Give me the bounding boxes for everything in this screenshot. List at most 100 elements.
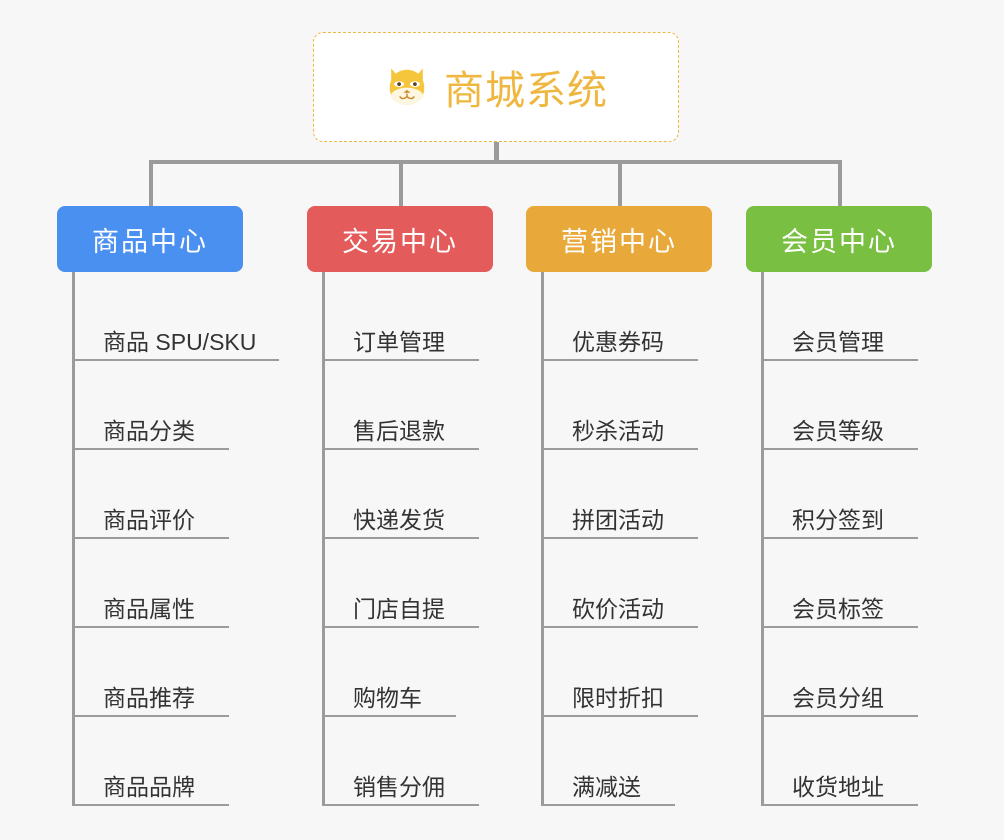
branch-column-marketing: 营销中心 优惠券码 秒杀活动 拼团活动 砍价活动 限时折扣 [526, 206, 712, 806]
list-item-label: 商品属性 [103, 595, 195, 622]
list-item-label: 商品推荐 [103, 684, 195, 711]
list-item-label: 收货地址 [792, 773, 884, 800]
list-item-rule [761, 537, 918, 539]
list-item[interactable]: 砍价活动 [541, 539, 712, 628]
branch-column-product: 商品中心 商品 SPU/SKU 商品分类 商品评价 商品属性 商品推荐 [57, 206, 279, 806]
branch-spine [761, 272, 764, 806]
list-item[interactable]: 积分签到 [761, 450, 932, 539]
connector-drop-3 [618, 160, 622, 206]
list-item-label: 拼团活动 [572, 506, 664, 533]
connector-drop-2 [399, 160, 403, 206]
branch-item-list-trade: 订单管理 售后退款 快递发货 门店自提 购物车 销售分佣 [322, 272, 493, 806]
list-item-rule [72, 359, 279, 361]
list-item[interactable]: 优惠券码 [541, 272, 712, 361]
list-item-rule [322, 626, 479, 628]
list-item[interactable]: 会员分组 [761, 628, 932, 717]
connector-drop-4 [838, 160, 842, 206]
list-item-label: 销售分佣 [353, 773, 445, 800]
list-item[interactable]: 满减送 [541, 717, 712, 806]
list-item[interactable]: 秒杀活动 [541, 361, 712, 450]
list-item[interactable]: 商品品牌 [72, 717, 243, 806]
list-item[interactable]: 购物车 [322, 628, 493, 717]
list-item-rule [541, 448, 698, 450]
list-item-rule [72, 804, 229, 806]
branch-spine [322, 272, 325, 806]
list-item-label: 满减送 [572, 773, 641, 800]
list-item-label: 商品评价 [103, 506, 195, 533]
list-item-rule [322, 359, 479, 361]
list-item-label: 积分签到 [792, 506, 884, 533]
list-item-rule [761, 448, 918, 450]
list-item-label: 秒杀活动 [572, 417, 664, 444]
root-node[interactable]: 商城系统 [313, 32, 679, 142]
list-item-label: 会员标签 [792, 595, 884, 622]
list-item-label: 砍价活动 [572, 595, 664, 622]
list-item-rule [541, 626, 698, 628]
root-title: 商城系统 [444, 69, 608, 113]
branch-column-member: 会员中心 会员管理 会员等级 积分签到 会员标签 会员分组 [746, 206, 932, 806]
connector-root-stem [494, 142, 499, 164]
list-item[interactable]: 限时折扣 [541, 628, 712, 717]
list-item[interactable]: 商品推荐 [72, 628, 243, 717]
list-item[interactable]: 订单管理 [322, 272, 493, 361]
list-item-label: 购物车 [353, 684, 422, 711]
list-item[interactable]: 拼团活动 [541, 450, 712, 539]
branch-header-label: 交易中心 [342, 226, 458, 257]
branch-header-label: 商品中心 [92, 226, 208, 257]
list-item[interactable]: 商品属性 [72, 539, 243, 628]
list-item-rule [541, 359, 698, 361]
list-item-label: 订单管理 [353, 328, 445, 355]
list-item-rule [72, 537, 229, 539]
list-item[interactable]: 会员等级 [761, 361, 932, 450]
list-item-rule [541, 537, 698, 539]
branch-header-marketing[interactable]: 营销中心 [526, 206, 712, 272]
connector-horizontal-bus [149, 160, 842, 164]
branch-header-member[interactable]: 会员中心 [746, 206, 932, 272]
branch-spine [72, 272, 75, 806]
list-item[interactable]: 售后退款 [322, 361, 493, 450]
branch-item-list-member: 会员管理 会员等级 积分签到 会员标签 会员分组 收货地址 [761, 272, 932, 806]
branch-header-product[interactable]: 商品中心 [57, 206, 243, 272]
dog-face-emoji [384, 64, 430, 110]
list-item-label: 售后退款 [353, 417, 445, 444]
list-item[interactable]: 商品 SPU/SKU [72, 272, 279, 361]
list-item-rule [322, 448, 479, 450]
list-item-label: 会员等级 [792, 417, 884, 444]
list-item-label: 商品品牌 [103, 773, 195, 800]
list-item-label: 快递发货 [353, 506, 445, 533]
list-item[interactable]: 销售分佣 [322, 717, 493, 806]
list-item-rule [322, 715, 456, 717]
list-item-label: 会员管理 [792, 328, 884, 355]
list-item-rule [322, 537, 479, 539]
branch-header-trade[interactable]: 交易中心 [307, 206, 493, 272]
list-item-label: 商品 SPU/SKU [103, 328, 257, 355]
branch-column-trade: 交易中心 订单管理 售后退款 快递发货 门店自提 购物车 [307, 206, 493, 806]
list-item[interactable]: 会员标签 [761, 539, 932, 628]
list-item[interactable]: 会员管理 [761, 272, 932, 361]
list-item[interactable]: 商品分类 [72, 361, 243, 450]
list-item-label: 优惠券码 [572, 328, 664, 355]
list-item-rule [761, 626, 918, 628]
list-item[interactable]: 收货地址 [761, 717, 932, 806]
branch-header-label: 会员中心 [781, 226, 897, 257]
list-item-rule [761, 804, 918, 806]
list-item-rule [72, 626, 229, 628]
list-item-rule [72, 715, 229, 717]
list-item[interactable]: 快递发货 [322, 450, 493, 539]
branch-spine [541, 272, 544, 806]
list-item-rule [322, 804, 479, 806]
list-item[interactable]: 商品评价 [72, 450, 243, 539]
list-item-rule [541, 804, 675, 806]
list-item-label: 会员分组 [792, 684, 884, 711]
list-item[interactable]: 门店自提 [322, 539, 493, 628]
list-item-label: 门店自提 [353, 595, 445, 622]
connector-drop-1 [149, 160, 153, 206]
list-item-label: 限时折扣 [572, 684, 664, 711]
list-item-label: 商品分类 [103, 417, 195, 444]
list-item-rule [761, 359, 918, 361]
branch-header-label: 营销中心 [561, 226, 677, 257]
branch-item-list-product: 商品 SPU/SKU 商品分类 商品评价 商品属性 商品推荐 商品品牌 [72, 272, 279, 806]
list-item-rule [761, 715, 918, 717]
branch-item-list-marketing: 优惠券码 秒杀活动 拼团活动 砍价活动 限时折扣 满减送 [541, 272, 712, 806]
